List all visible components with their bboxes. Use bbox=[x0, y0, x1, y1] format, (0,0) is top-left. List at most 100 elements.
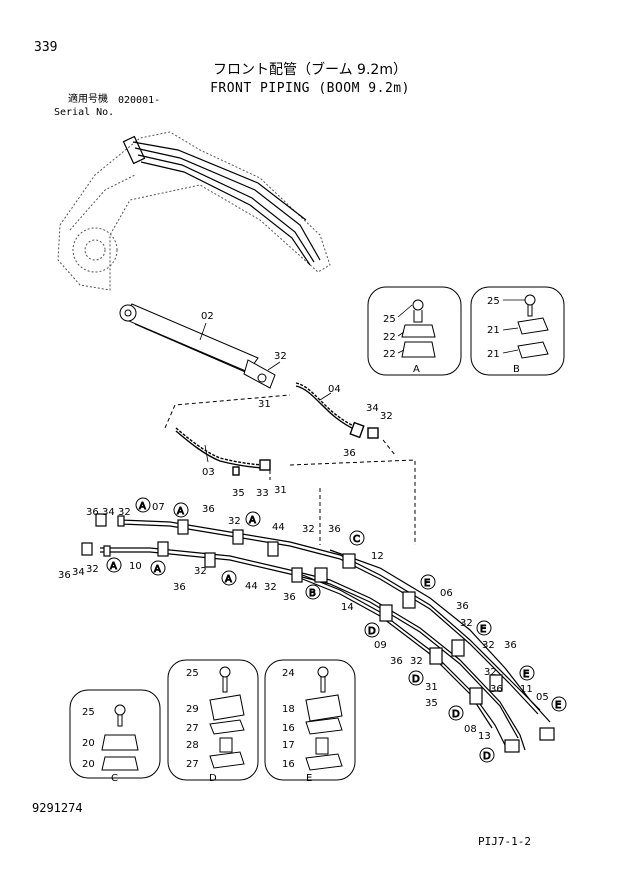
callout-34-l2: 34 bbox=[72, 567, 85, 578]
callout-32-m2: 32 bbox=[302, 524, 315, 535]
detail-d-part-4: 28 bbox=[186, 740, 199, 751]
detail-c-part-2: 20 bbox=[82, 738, 95, 749]
callout-36-r4: 36 bbox=[390, 656, 403, 667]
serial-label-japanese: 適用号機 bbox=[68, 94, 108, 105]
detail-e-label: E bbox=[306, 773, 312, 784]
ref-a-1: A bbox=[139, 501, 146, 512]
callout-13: 13 bbox=[478, 731, 491, 742]
ref-a-5: A bbox=[154, 564, 161, 575]
callout-02: 02 bbox=[201, 311, 214, 322]
callout-36-m2: 36 bbox=[328, 524, 341, 535]
cylinder-02 bbox=[119, 303, 276, 389]
ref-a-6: A bbox=[225, 574, 232, 585]
callout-03: 03 bbox=[202, 467, 215, 478]
circle-references: A A A A A A C B E D E D E D E D bbox=[106, 497, 567, 763]
callout-32a: 32 bbox=[274, 351, 287, 362]
detail-b-part-3: 21 bbox=[487, 349, 500, 360]
callout-09: 09 bbox=[374, 640, 387, 651]
callout-04: 04 bbox=[328, 384, 341, 395]
ref-b-1: B bbox=[309, 588, 316, 599]
ref-d-2: D bbox=[412, 674, 420, 685]
ref-a-3: A bbox=[249, 515, 256, 526]
callout-32-r3: 32 bbox=[410, 656, 423, 667]
title-japanese: フロント配管（ブーム 9.2m） bbox=[213, 62, 407, 78]
ref-c-1: C bbox=[353, 534, 360, 545]
label-leaders bbox=[199, 299, 525, 463]
callout-34a: 34 bbox=[366, 403, 379, 414]
callout-36-m1: 36 bbox=[202, 504, 215, 515]
callout-07: 07 bbox=[152, 502, 165, 513]
callout-31a: 31 bbox=[258, 399, 271, 410]
boom-outline bbox=[57, 131, 331, 291]
serial-value: 020001- bbox=[118, 95, 161, 106]
callout-32-m1: 32 bbox=[228, 516, 241, 527]
detail-d-part-1: 25 bbox=[186, 668, 199, 679]
callout-32-r2: 32 bbox=[482, 640, 495, 651]
callout-36-r2: 36 bbox=[456, 601, 469, 612]
callout-44a: 44 bbox=[272, 522, 285, 533]
callout-32-l2: 32 bbox=[86, 564, 99, 575]
callout-34-l1: 34 bbox=[102, 507, 115, 518]
page-code: PIJ7-1-2 bbox=[478, 835, 531, 848]
callout-11: 11 bbox=[520, 684, 533, 695]
detail-b-part-2: 21 bbox=[487, 325, 500, 336]
ref-a-4: A bbox=[110, 561, 117, 572]
document-number: 9291274 bbox=[32, 801, 83, 815]
callout-10: 10 bbox=[129, 561, 142, 572]
callout-32-l1: 32 bbox=[118, 507, 131, 518]
detail-e-part-5: 16 bbox=[282, 759, 295, 770]
detail-d-label: D bbox=[209, 773, 217, 784]
ref-e-1: E bbox=[424, 578, 430, 589]
ref-d-3: D bbox=[452, 709, 460, 720]
detail-b-part-1: 25 bbox=[487, 296, 500, 307]
callout-36-l2: 36 bbox=[58, 570, 71, 581]
ref-e-3: E bbox=[523, 669, 529, 680]
callout-36-l1: 36 bbox=[86, 507, 99, 518]
callout-32-m3: 32 bbox=[194, 566, 207, 577]
detail-c-box bbox=[69, 689, 161, 779]
ref-e-4: E bbox=[555, 700, 561, 711]
detail-a-part-1: 25 bbox=[383, 314, 396, 325]
ref-d-4: D bbox=[483, 751, 491, 762]
callout-12: 12 bbox=[371, 551, 384, 562]
title-english: FRONT PIPING (BOOM 9.2m) bbox=[210, 81, 410, 96]
detail-e-part-4: 17 bbox=[282, 740, 295, 751]
ref-e-2: E bbox=[480, 624, 486, 635]
detail-b-box bbox=[470, 286, 565, 376]
detail-d-part-5: 27 bbox=[186, 759, 199, 770]
detail-d-box bbox=[167, 659, 259, 781]
callout-32b: 32 bbox=[380, 411, 393, 422]
callout-31c: 31 bbox=[425, 682, 438, 693]
callout-36-r3: 36 bbox=[504, 640, 517, 651]
callout-06: 06 bbox=[440, 588, 453, 599]
detail-b-label: B bbox=[513, 364, 520, 375]
callout-36-m3: 36 bbox=[173, 582, 186, 593]
callout-labels: 02 04 03 32 31 34 32 36 35 33 31 36 34 3… bbox=[58, 311, 549, 742]
detail-e-part-3: 16 bbox=[282, 723, 295, 734]
detail-e-part-2: 18 bbox=[282, 704, 295, 715]
ref-d-1: D bbox=[368, 626, 376, 637]
detail-c-part-3: 20 bbox=[82, 759, 95, 770]
detail-a-label: A bbox=[413, 364, 420, 375]
detail-c-label: C bbox=[111, 773, 118, 784]
dashed-leaders bbox=[164, 394, 416, 545]
serial-label-english: Serial No. bbox=[54, 107, 115, 118]
boom-piping bbox=[122, 135, 321, 266]
hose-03 bbox=[175, 427, 271, 476]
callout-31b: 31 bbox=[274, 485, 287, 496]
callout-36-r5: 36 bbox=[490, 684, 503, 695]
callout-36-r1: 36 bbox=[283, 592, 296, 603]
callout-05: 05 bbox=[536, 692, 549, 703]
detail-a-box bbox=[367, 286, 462, 376]
main-piping bbox=[81, 513, 555, 753]
detail-a-part-3: 22 bbox=[383, 349, 396, 360]
detail-d-part-3: 27 bbox=[186, 723, 199, 734]
callout-14: 14 bbox=[341, 602, 354, 613]
callout-32-r1: 32 bbox=[460, 618, 473, 629]
page-number: 339 bbox=[34, 40, 58, 55]
detail-e-box bbox=[264, 659, 356, 781]
detail-labels: 25 22 22 A 25 21 21 B 25 20 20 C 25 29 2… bbox=[82, 296, 520, 784]
ref-a-2: A bbox=[177, 506, 184, 517]
callout-44b: 44 bbox=[245, 581, 258, 592]
